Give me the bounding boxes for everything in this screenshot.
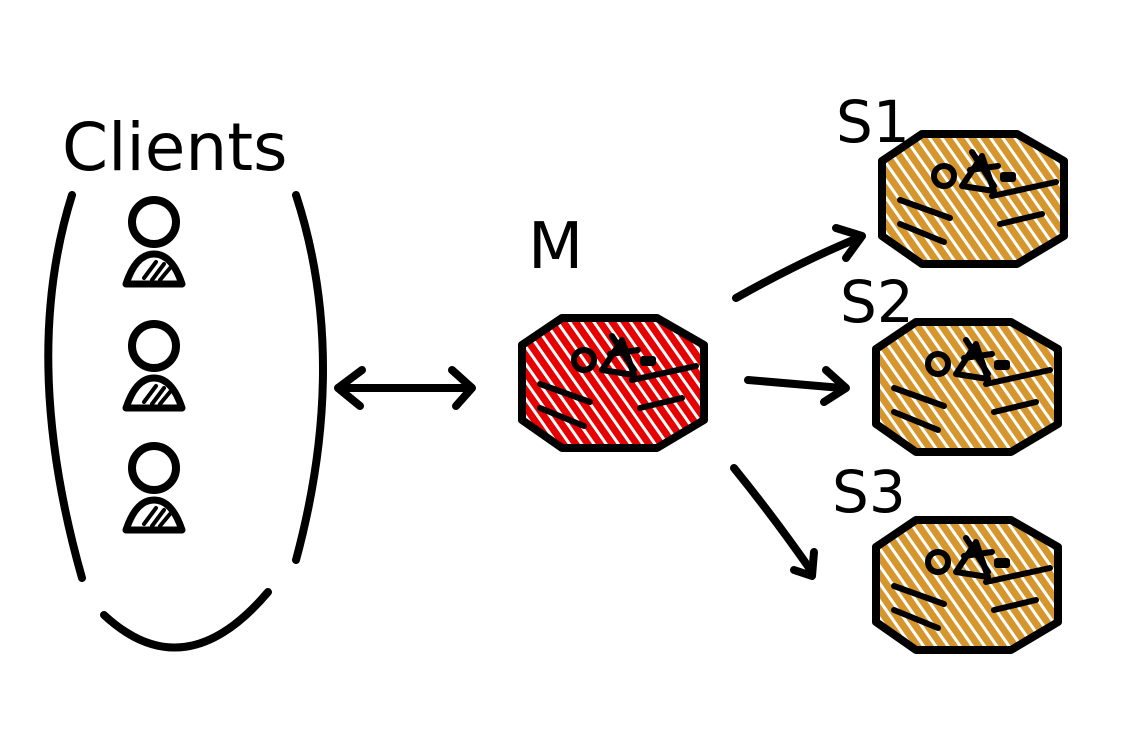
slave-label: S3 — [832, 458, 906, 526]
slave-server-s1: S1 — [836, 88, 1064, 264]
clients-left-bracket — [44, 191, 86, 582]
slave-label: S2 — [840, 268, 914, 336]
client-icon — [126, 324, 182, 408]
master-server: M — [522, 210, 704, 448]
master-label: M — [528, 210, 583, 284]
arrow-to-s3 — [730, 464, 816, 576]
slave-fill — [876, 322, 1058, 452]
arrow-to-s2 — [744, 376, 846, 392]
slave-fill — [882, 134, 1064, 264]
clients-label: Clients — [62, 109, 287, 186]
clients-master-arrow — [334, 366, 476, 410]
replication-arrows — [730, 224, 866, 580]
clients-right-bracket — [292, 191, 327, 564]
slave-label: S1 — [836, 88, 910, 156]
client-icon — [126, 200, 182, 284]
clients-group: Clients — [44, 109, 327, 652]
slave-server-s2: S2 — [840, 268, 1058, 452]
master-fill — [522, 318, 704, 448]
arrow-to-s1 — [732, 234, 862, 302]
client-icon — [126, 446, 182, 530]
slave-server-s3: S3 — [832, 458, 1058, 650]
clients-bottom-bracket — [100, 588, 272, 652]
slave-fill — [876, 520, 1058, 650]
